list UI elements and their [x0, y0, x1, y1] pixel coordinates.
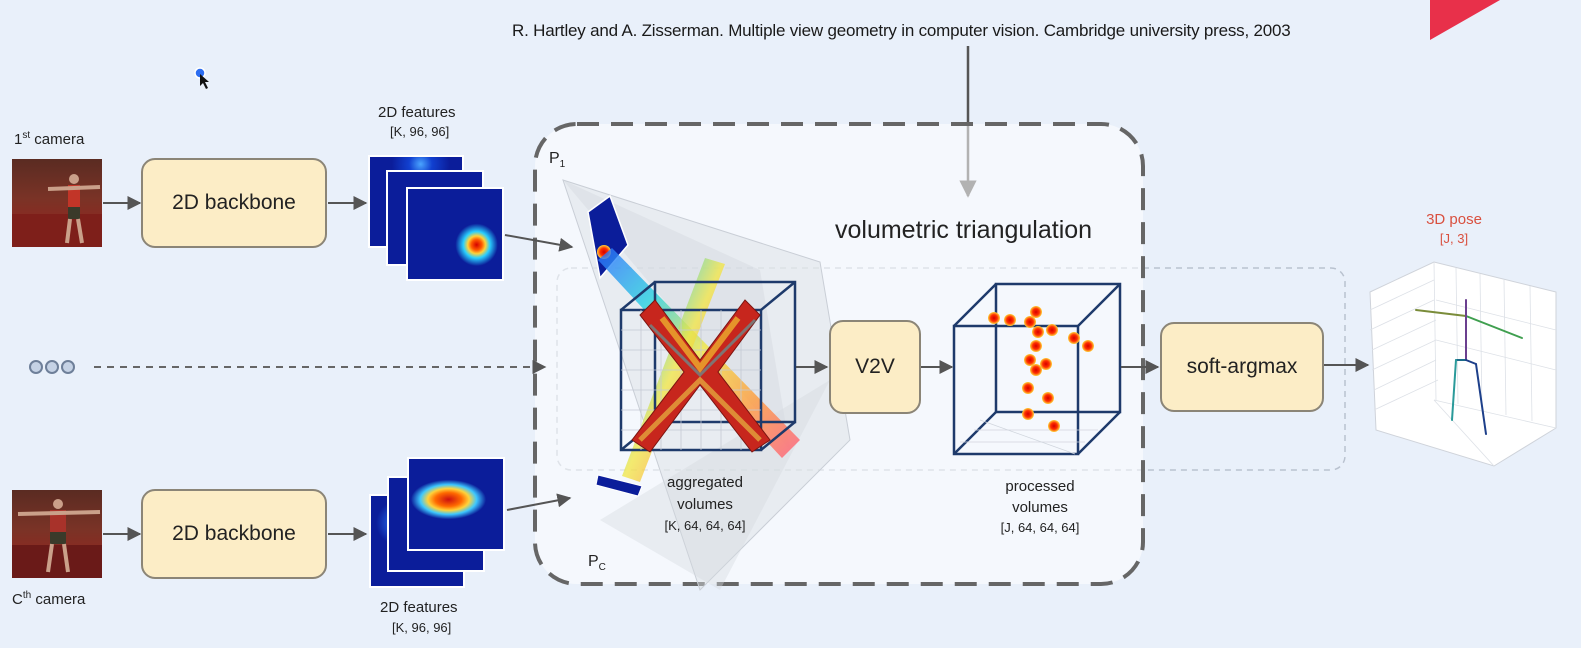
camera-c-image: [12, 490, 102, 578]
corner-accent: [1430, 0, 1500, 40]
ellipsis-dot: [61, 360, 75, 374]
processed-shape: [J, 64, 64, 64]: [1000, 520, 1080, 535]
pc-label: PC: [588, 553, 606, 574]
camera-1-label: 1st camera: [14, 130, 85, 148]
pc-heatmap-tile: [595, 474, 643, 497]
features-bottom-shape: [K, 96, 96]: [392, 620, 452, 635]
softargmax-box: soft-argmax: [1160, 322, 1324, 412]
feature-map-bottom-3: [407, 457, 505, 551]
features-top-title: 2D features: [378, 104, 456, 121]
citation-text: R. Hartley and A. Zisserman. Multiple vi…: [512, 21, 1291, 40]
aggregated-line2: volumes: [677, 496, 733, 513]
pose-shape: [J, 3]: [1439, 231, 1469, 246]
aggregated-line1: aggregated: [667, 474, 743, 491]
section-title: volumetric triangulation: [835, 216, 1093, 244]
mouse-cursor-icon: [194, 67, 209, 89]
v2v-box: V2V: [829, 320, 921, 414]
camera-c-label: Cth camera: [12, 590, 86, 608]
pose-3d-grid: [1369, 261, 1557, 467]
pose-skeleton: [1415, 299, 1523, 435]
camera-1-image: [12, 159, 102, 247]
processed-cube-grid: [960, 419, 1098, 455]
processed-line1: processed: [1005, 478, 1075, 495]
ellipsis-dot: [29, 360, 43, 374]
softargmax-label: soft-argmax: [1186, 355, 1298, 378]
pose-title: 3D pose: [1426, 211, 1482, 228]
backbone-top-label: 2D backbone: [172, 191, 296, 214]
backbone-bottom-label: 2D backbone: [172, 522, 296, 545]
aggregated-shape: [K, 64, 64, 64]: [664, 518, 746, 533]
features-top-shape: [K, 96, 96]: [390, 124, 450, 139]
voxel-cloud: [631, 299, 771, 453]
backbone-bottom: 2D backbone: [141, 489, 327, 579]
features-bottom-title: 2D features: [380, 599, 458, 616]
v2v-label: V2V: [855, 355, 895, 378]
ellipsis-dot: [45, 360, 59, 374]
processed-line2: volumes: [1012, 499, 1068, 516]
beam-p1: [598, 248, 800, 458]
pose-3d-box: [1369, 261, 1557, 467]
joint-heat-dots: [988, 306, 1094, 432]
feature-map-top-3: [406, 187, 504, 281]
processed-cube: [952, 282, 1122, 456]
p1-label: P1: [549, 150, 566, 171]
backbone-top: 2D backbone: [141, 158, 327, 248]
